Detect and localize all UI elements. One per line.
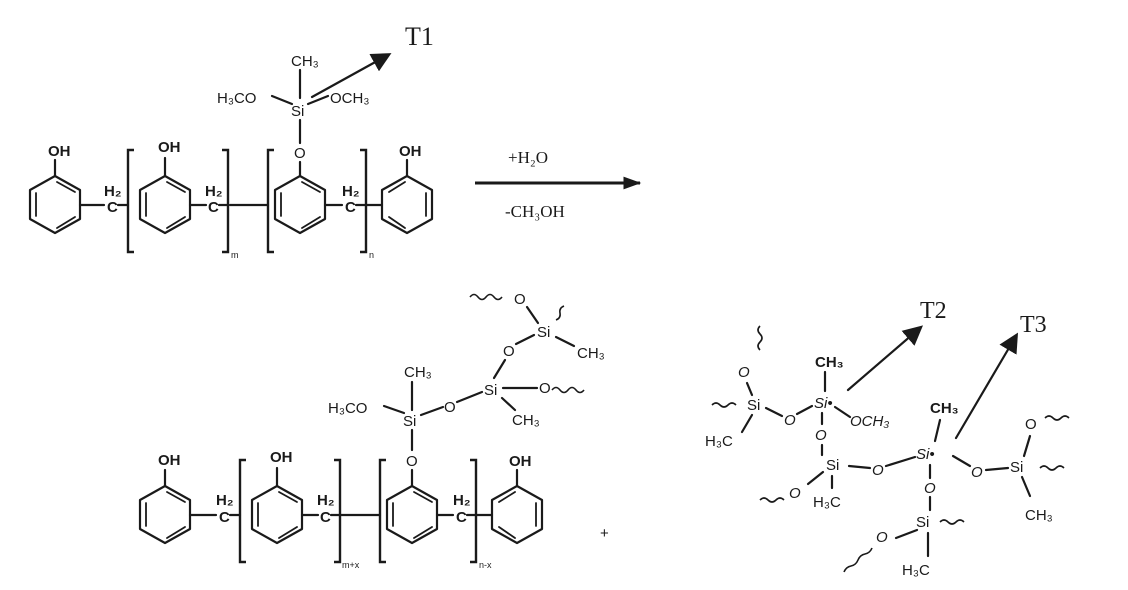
oxygen-label: O [503,343,515,360]
ch2-h-label: H₂ [317,492,335,509]
oxygen-label: O [971,464,983,481]
methyl-label: CH₃ [930,400,959,417]
silicon-label: Si [916,514,929,531]
oxygen-label: O [876,529,888,546]
methyl-label: CH₃ [1025,507,1053,524]
phenol-ring-1: OH [28,143,106,235]
subscript-m-plus-x: m+x [342,560,360,570]
methanol-condition: -CH₃OH [505,202,565,221]
ch2-c-label: C [456,509,467,526]
methyl-label: H₃C [902,562,930,579]
ch2-h-label: H₂ [342,183,360,200]
methoxy-label: H₃CO [328,400,367,417]
bracket-left-nx [378,458,386,564]
silicon-label: Si [826,457,839,474]
oxygen-label: O [406,453,418,470]
methyl-label: H₃C [813,494,841,511]
oxygen-label: O [514,291,526,308]
bracket-right-mx [334,458,342,564]
ch2-c-label: C [219,509,230,526]
methyl-label: CH₃ [577,345,605,362]
reaction-arrow: +H₂O -CH₃OH [475,148,642,221]
phenol-ring-2: OH [250,449,320,545]
phenol-ring-2: OH [138,139,208,235]
methyl-label: CH₃ [404,364,432,381]
bracket-left-mx [238,458,246,564]
ch2-c-label: C [320,509,331,526]
silicon-label: Si [537,324,550,341]
ch2-h-label: H₂ [205,183,223,200]
subscript-n-minus-x: n-x [479,560,492,570]
t2-label: T2 [920,298,947,324]
product-structure: OH H₂ C OH H₂ C m+x O [138,291,605,570]
oxygen-label: O [815,427,827,444]
ch2-h-label: H₂ [104,183,122,200]
oxygen-label: O [789,485,801,502]
oh-label: OH [158,139,181,156]
silicon-label: Si [484,382,497,399]
ch2-h-label: H₂ [216,492,234,509]
ch2-c-label: C [107,199,118,216]
oh-label: OH [158,452,181,469]
oxygen-label: O [784,412,796,429]
bracket-left-m [126,148,134,254]
oxygen-label: O [924,480,936,497]
plus-sign: + [600,525,609,542]
ch2-c-label: C [345,199,356,216]
t1-annotation: T1 [310,22,434,99]
siloxane-oxygen-label: O [444,399,456,416]
oxygen-label: O [294,145,306,162]
oxygen-label: O [738,364,750,381]
bracket-left-n [266,148,274,254]
ch2-c-label: C [208,199,219,216]
bracket-right-n [360,148,368,254]
silicon-label: Si [403,413,416,430]
methyl-label: H₃C [705,433,733,450]
oh-label: OH [509,453,532,470]
methoxy-left-label: H₃CO [217,90,256,107]
phenol-ring-end: OH [490,453,544,545]
t1-label: T1 [405,22,434,51]
methyl-label: CH₃ [512,412,540,429]
silylated-ring: O Si CH₃ H₃CO O Si CH₃ O O Si CH₃ O [328,291,605,545]
oh-label: OH [270,449,293,466]
bracket-right-m [222,148,230,254]
t3-label: T3 [1020,312,1047,338]
oxygen-label: O [539,380,551,397]
silicon-radical-label: Si• [916,446,935,463]
oh-label: OH [399,143,422,160]
methoxy-label: OCH₃ [850,413,889,430]
phenol-ring-1: OH [138,452,218,545]
methyl-label: CH₃ [291,53,319,70]
oxygen-label: O [872,462,884,479]
methoxy-right-label: OCH₃ [330,90,369,107]
subscript-m: m [231,250,239,260]
silicon-label: Si [1010,459,1023,476]
silicon-label: Si [747,397,760,414]
silicon-radical-label: Si• [814,395,833,412]
silylated-ring: O Si CH₃ H₃CO OCH₃ [217,53,369,235]
water-condition: +H₂O [508,148,548,167]
reactant-structure: OH H₂ C OH H₂ C m O [28,53,434,260]
methyl-label: CH₃ [815,354,844,371]
oh-label: OH [48,143,71,160]
ch2-h-label: H₂ [453,492,471,509]
phenol-ring-end: OH [380,143,434,235]
bracket-right-nx [470,458,478,564]
silicon-label: Si [291,103,304,120]
oxygen-label: O [1025,416,1037,433]
siloxane-network: O Si H₃C O Si• CH₃ OCH₃ O Si H₃C O O Si•… [705,298,1070,579]
subscript-n: n [369,250,374,260]
